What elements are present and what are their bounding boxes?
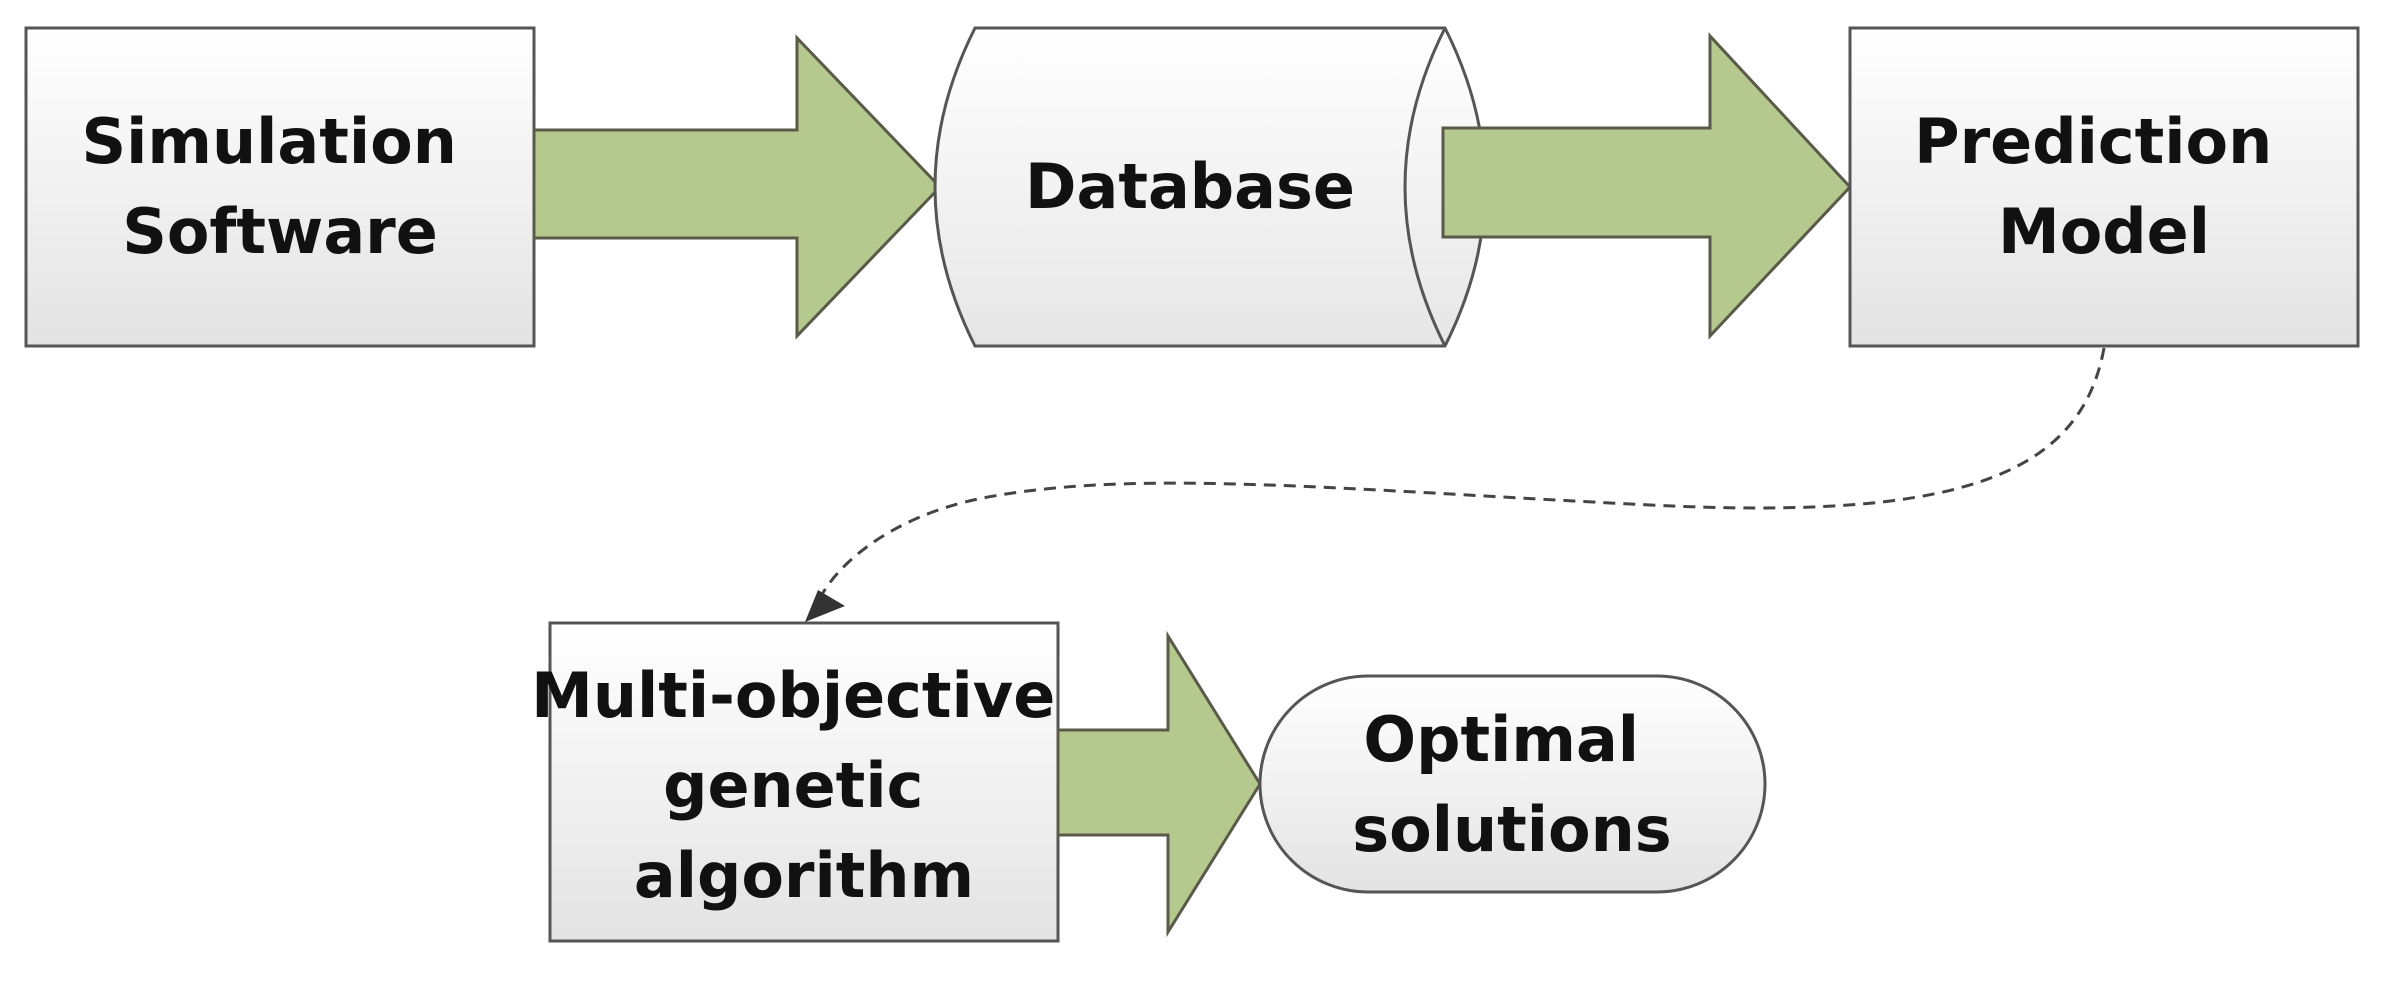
moga-label: Multi-objective genetic algorithm [531, 659, 1077, 912]
prediction-model-label: Prediction Model [1914, 105, 2294, 268]
moga-line-2: genetic [663, 749, 923, 822]
database-node: Database [933, 26, 1487, 348]
prediction-model-line-1: Prediction [1914, 105, 2272, 178]
prediction-model-node: Prediction Model [1848, 26, 2360, 348]
dashed-connector-prediction-to-moga [818, 347, 2106, 599]
arrow-moga-to-optimal [1056, 630, 1262, 938]
moga-line-1: Multi-objective [531, 659, 1055, 732]
optimal-solutions-line-2: solutions [1352, 793, 1671, 866]
optimal-solutions-line-1: Optimal [1363, 703, 1639, 776]
simulation-software-line-1: Simulation [82, 105, 457, 178]
connector-arrowhead [805, 590, 845, 622]
prediction-model-box [1848, 26, 2360, 348]
simulation-software-box [24, 26, 536, 348]
moga-box [548, 621, 1060, 943]
simulation-software-node: Simulation Software [24, 26, 536, 348]
moga-line-3: algorithm [634, 839, 974, 912]
moga-node: Multi-objective genetic algorithm [531, 621, 1077, 943]
arrow-database-to-prediction [1441, 32, 1853, 340]
optimal-solutions-node: Optimal solutions [1258, 674, 1767, 894]
optimal-solutions-terminator [1258, 674, 1767, 894]
database-label: Database [1025, 150, 1355, 223]
simulation-software-line-2: Software [122, 195, 438, 268]
arrow-simulation-to-database [532, 34, 943, 340]
prediction-model-line-2: Model [1998, 195, 2210, 268]
database-cylinder-end [1403, 27, 1447, 347]
simulation-software-label: Simulation Software [82, 105, 479, 268]
optimal-solutions-label: Optimal solutions [1352, 703, 1671, 866]
